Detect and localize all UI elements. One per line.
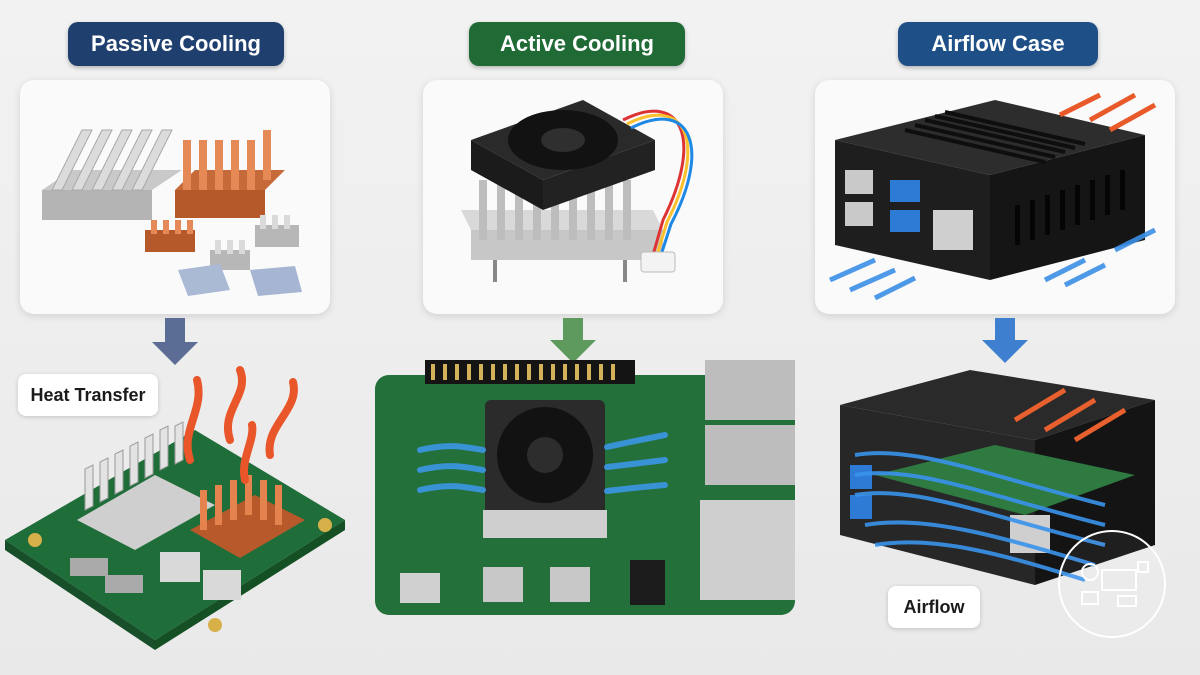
passive-board-illustration <box>5 366 345 650</box>
black-case-illustration <box>828 92 1157 301</box>
passive-down-arrow-icon <box>152 318 198 365</box>
heat-transfer-label: Heat Transfer <box>18 374 158 416</box>
board-fan-icon <box>1058 530 1166 638</box>
airflow-case-panel <box>815 80 1175 314</box>
fan-heatsink-illustration <box>461 100 694 282</box>
board-fan-icon-drawing <box>1081 561 1149 607</box>
passive-heatsinks-panel <box>20 80 330 314</box>
open-case-illustration <box>840 370 1155 585</box>
airflow-case-title: Airflow Case <box>898 22 1098 66</box>
active-board-illustration <box>375 360 795 615</box>
passive-cooling-title: Passive Cooling <box>68 22 284 66</box>
airflow-down-arrow-icon <box>982 318 1028 363</box>
active-cooling-title: Active Cooling <box>469 22 685 66</box>
heatsink-set-illustration <box>42 129 302 296</box>
airflow-label: Airflow <box>888 586 980 628</box>
active-fan-panel <box>423 80 723 314</box>
